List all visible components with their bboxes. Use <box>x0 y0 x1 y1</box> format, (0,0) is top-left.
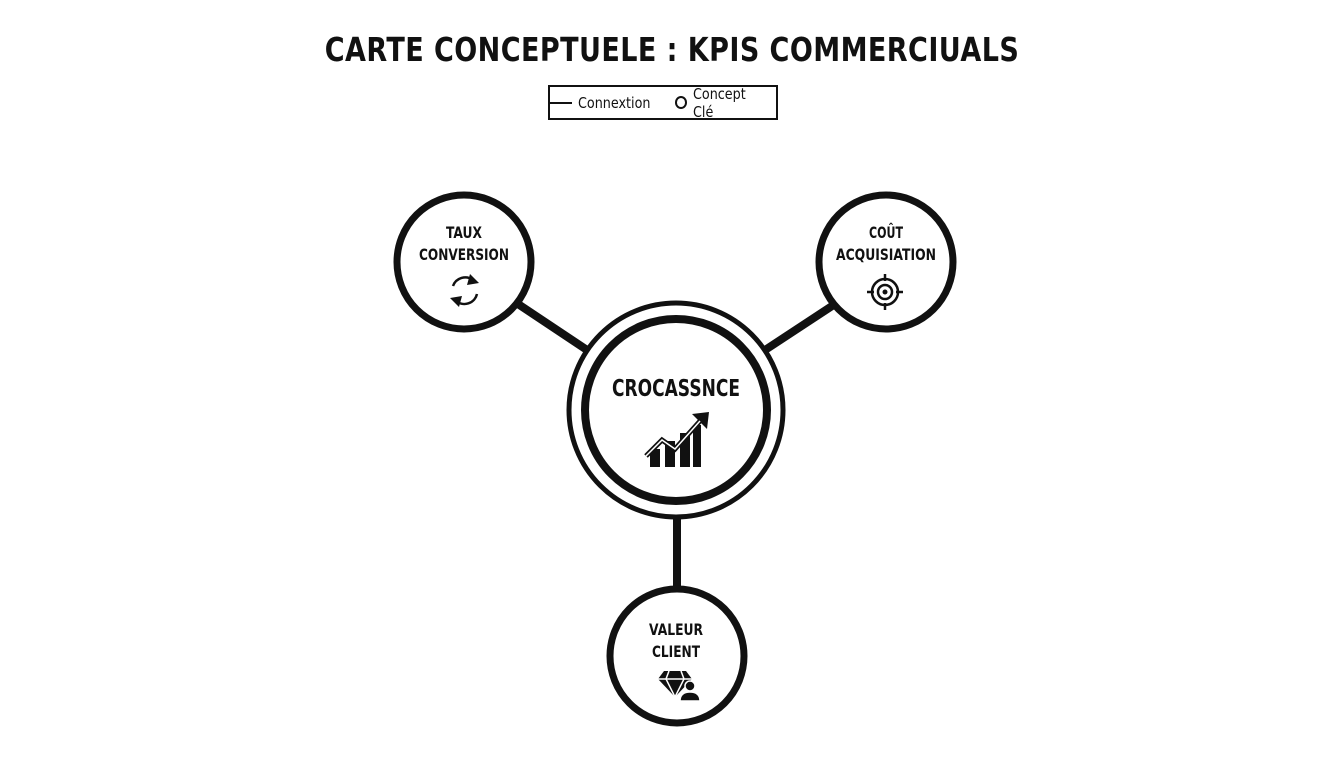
node-center[interactable]: CROCASSNCE <box>566 300 786 520</box>
node-acquisition-circle <box>815 191 957 333</box>
connectors <box>515 300 835 590</box>
connection-line-icon <box>550 101 572 104</box>
page-title: CARTE CONCEPTUELE : KPIS COMMERCIUALS <box>324 30 1020 69</box>
node-conversion-circle <box>393 191 535 333</box>
acquisition-label-line2: ACQUISIATION <box>836 245 936 264</box>
legend-item-connection: Connextion <box>550 94 663 112</box>
concept-circle-icon <box>675 96 688 109</box>
node-acquisition[interactable]: COÛT ACQUISIATION <box>815 191 957 333</box>
connector-conversion <box>515 300 593 356</box>
value-label-line1: VALEUR <box>649 620 703 639</box>
node-conversion[interactable]: TAUX CONVERSION <box>393 191 535 333</box>
connector-acquisition <box>759 302 835 356</box>
node-value[interactable]: VALEUR CLIENT <box>606 585 748 727</box>
acquisition-label-line1: COÛT <box>869 223 903 242</box>
legend-connection-label: Connextion <box>578 93 651 112</box>
legend: Connextion Concept Clé <box>548 85 778 121</box>
target-icon <box>867 274 903 310</box>
conversion-label-line1: TAUX <box>446 223 483 242</box>
legend-concept-label: Concept Clé <box>693 84 747 121</box>
refresh-cycle-icon <box>450 274 479 307</box>
diamond-customer-icon <box>658 670 701 702</box>
value-label-line2: CLIENT <box>652 642 700 661</box>
node-value-circle <box>606 585 748 727</box>
center-label: CROCASSNCE <box>612 376 740 402</box>
center-inner-ring <box>581 315 771 505</box>
conversion-label-line2: CONVERSION <box>419 245 509 264</box>
growth-chart-icon <box>644 412 709 467</box>
legend-item-concept: Concept Clé <box>675 85 776 121</box>
